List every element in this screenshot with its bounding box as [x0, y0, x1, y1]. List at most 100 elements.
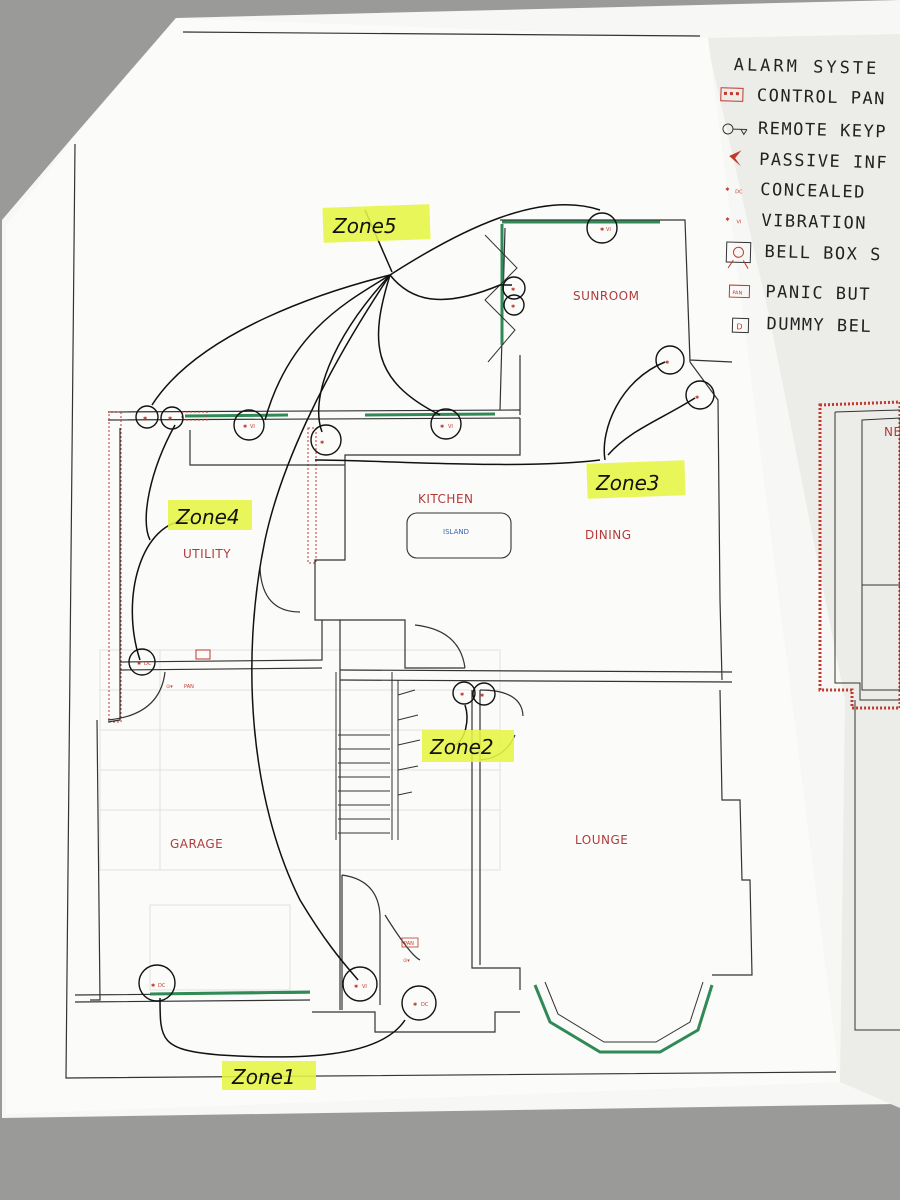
hall-door-swing: [340, 619, 466, 669]
kitchen-island: [406, 512, 512, 559]
sensor-vi-porch: ✱VI: [342, 966, 378, 1002]
bay-window-outer: [533, 984, 714, 1054]
dining-lounge-wall: [339, 599, 733, 683]
svg-text:✱: ✱: [320, 440, 325, 446]
remote-keypad-utility: ⊙▾ PAN: [166, 684, 194, 690]
sensor-vi-kitchen-window: ✱VI: [430, 408, 462, 440]
control-panel-utility: [195, 649, 211, 660]
vibration-sensor-icon: ✱ VI: [725, 217, 741, 225]
svg-text:✱: ✱: [413, 1002, 418, 1008]
svg-text:✱: ✱: [665, 360, 670, 366]
svg-text:DC: DC: [735, 189, 743, 195]
hatched-wall-left: [108, 411, 122, 723]
staircase: [335, 672, 421, 840]
legend-item-2: PASSIVE INF: [759, 150, 889, 174]
sensor-dc-utility-window: ✱✱: [135, 405, 184, 430]
garage-door-swing: [107, 671, 166, 721]
svg-text:DC: DC: [421, 1002, 429, 1008]
sensor-pir-sunroom-right: ✱: [655, 345, 685, 375]
front-porch-walls: [312, 1011, 520, 1033]
zone5-wire-2: [264, 274, 391, 421]
sensor-pir-kitchen: ✱: [310, 424, 342, 456]
svg-text:DC: DC: [158, 983, 166, 989]
garage-door-glazing: [149, 990, 311, 996]
room-label-kitchen: KITCHEN: [418, 492, 474, 506]
passive-infrared-icon: [729, 150, 742, 167]
sensor-vi-utility-window: ✱VI: [233, 409, 265, 441]
zone2-label: Zone2: [422, 730, 514, 762]
zone3-label: Zone3: [586, 460, 686, 499]
svg-text:✱: ✱: [600, 227, 605, 233]
dummy-bell-icon: D: [731, 317, 750, 334]
zone5-wire-5: [389, 203, 601, 276]
svg-text:✱: ✱: [480, 693, 485, 699]
svg-text:✱: ✱: [243, 424, 248, 430]
svg-text:PAN: PAN: [184, 684, 194, 690]
svg-text:✱: ✱: [168, 416, 173, 422]
zone5-wire-4: [389, 274, 512, 301]
svg-text:✱: ✱: [725, 217, 730, 223]
sunroom-door-swing: [484, 234, 518, 363]
svg-text:✱: ✱: [460, 692, 465, 698]
svg-text:✱: ✱: [143, 416, 148, 422]
svg-text:✱: ✱: [511, 287, 516, 293]
svg-text:Zone5: Zone5: [332, 214, 397, 238]
svg-text:DC: DC: [144, 661, 152, 667]
hatched-wall-top: [181, 411, 208, 421]
zone4-label: Zone4: [168, 500, 252, 530]
lounge-right-wall: [712, 689, 753, 976]
drawing-border: [65, 31, 837, 1079]
panic-button-porch: PAN⊙▾: [401, 937, 419, 964]
room-label-island: ISLAND: [443, 528, 469, 536]
hatched-wall-center: [307, 427, 317, 564]
sensor-dc-hall-door: ✱✱: [452, 681, 496, 706]
room-label-utility: UTILITY: [183, 547, 231, 561]
utility-left-wall: [90, 428, 121, 1001]
room-label-garage: GARAGE: [170, 837, 223, 851]
sensor-dc-garage: ✱DC: [138, 964, 176, 1002]
svg-text:Zone3: Zone3: [595, 471, 660, 495]
sunroom-walls: [500, 219, 733, 601]
kitchen-window-glazing: [364, 412, 496, 417]
utility-garage-wall: [119, 620, 323, 671]
svg-text:✱: ✱: [354, 984, 359, 990]
svg-text:VI: VI: [250, 424, 255, 430]
legend-item-5: BELL BOX S: [764, 242, 882, 265]
zone-wiring: [131, 203, 696, 1058]
zone5-wire-1: [151, 274, 391, 406]
room-label-ne: NE: [884, 425, 900, 439]
remote-keypad-icon: [722, 123, 748, 136]
faint-table: [99, 649, 501, 991]
sensor-dc-sunroom-door: ✱✱: [502, 276, 526, 316]
room-label-sunroom: SUNROOM: [573, 289, 639, 303]
legend: ALARM SYSTE CONTROL PAN REMOTE KEYP PASS…: [720, 55, 889, 337]
svg-text:VI: VI: [362, 984, 367, 990]
room-label-lounge: LOUNGE: [575, 833, 628, 847]
zone5-label: Zone5: [322, 204, 431, 243]
svg-text:✱: ✱: [695, 395, 700, 401]
paper-main-sheet: [6, 18, 840, 1114]
legend-item-0: CONTROL PAN: [757, 86, 887, 110]
legend-title: ALARM SYSTE: [733, 55, 879, 79]
svg-text:VI: VI: [448, 424, 453, 430]
utility-window-glazing: [184, 413, 289, 418]
svg-text:✱: ✱: [725, 187, 730, 193]
sensor-dc-front-door: ✱DC: [401, 985, 437, 1021]
utility-door-swing: [259, 567, 301, 613]
svg-text:⊙▾: ⊙▾: [166, 684, 173, 690]
sensor-vi-sunroom-top: ✱VI: [586, 212, 618, 244]
concealed-contact-icon: ✱ DC: [725, 187, 743, 195]
zone4-wire-2: [145, 424, 176, 541]
svg-text:VI: VI: [736, 219, 741, 225]
svg-text:PAN: PAN: [404, 941, 414, 947]
zone3-wire-1: [603, 361, 666, 461]
porch-door-swing: [341, 874, 421, 1010]
legend-item-1: REMOTE KEYP: [758, 119, 888, 143]
bell-box-icon: [725, 241, 752, 269]
legend-item-3: CONCEALED: [760, 180, 866, 203]
zone5-wire-pir: [318, 274, 391, 433]
bay-window-inner: [544, 981, 704, 1043]
svg-text:✱: ✱: [151, 983, 156, 989]
